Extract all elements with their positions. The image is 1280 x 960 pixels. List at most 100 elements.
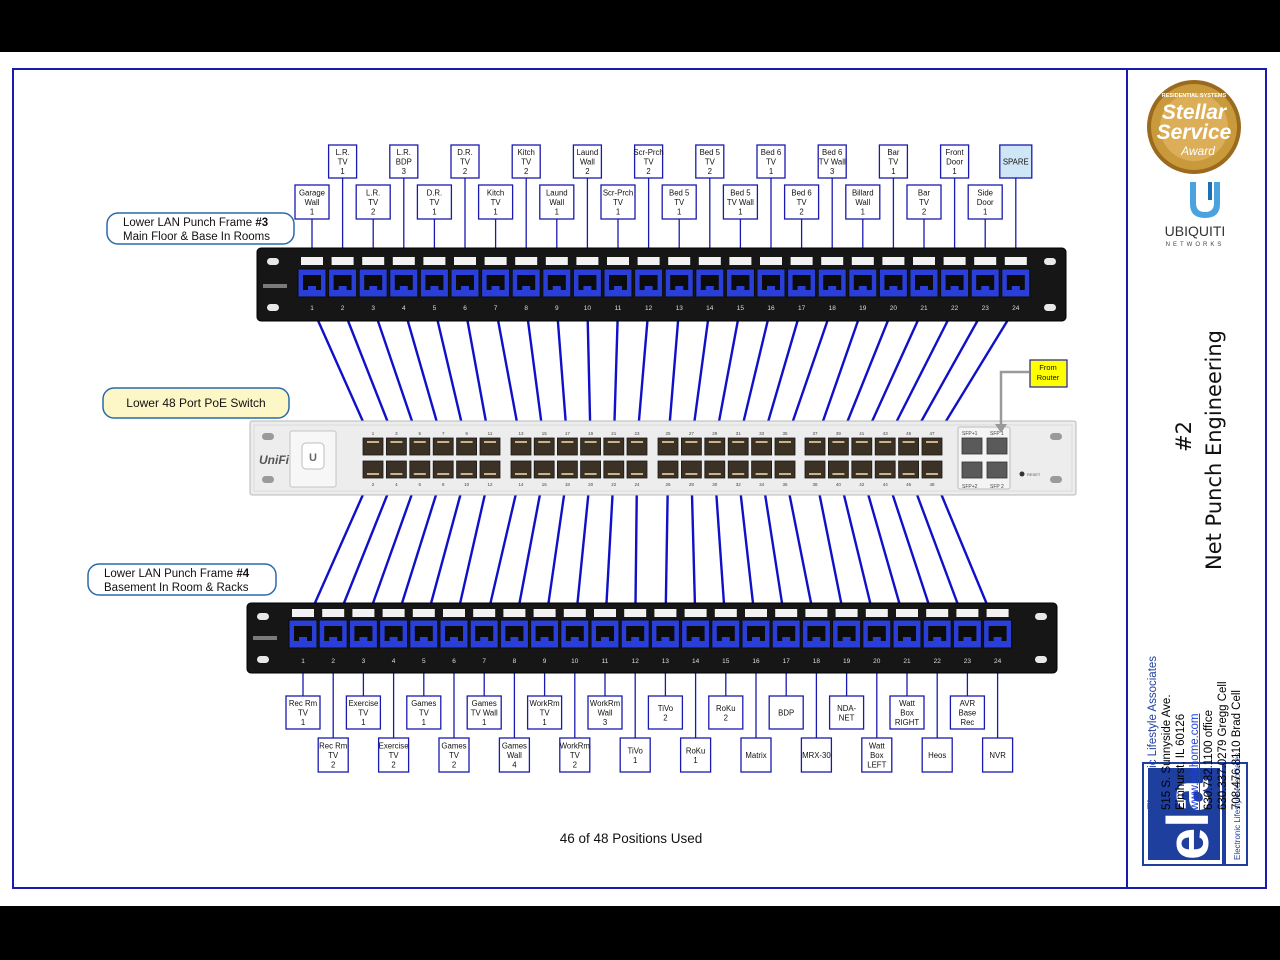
frame4-label-strip xyxy=(956,609,979,617)
frame4-jack-clip xyxy=(450,637,458,641)
switch-port-number-top: 11 xyxy=(488,431,493,436)
frame3-port-number: 19 xyxy=(859,305,867,312)
frame4-port-label-line: NVR xyxy=(989,751,1006,760)
switch-port-led-bottom xyxy=(926,473,938,475)
frame3-port-label-line: Scr-Prch xyxy=(633,148,663,157)
frame3-mount-hole-3 xyxy=(1044,258,1056,265)
switch-port-number-top: 17 xyxy=(565,431,571,436)
frame3-port-label-line: TV xyxy=(705,158,716,167)
frame3-number: #3 xyxy=(255,217,268,229)
frame3-jack-clip xyxy=(1011,286,1020,290)
frame4-label-strip xyxy=(443,609,465,617)
switch-port-layer: 1234567891011121314151617181920212223242… xyxy=(362,431,943,487)
frame4-jack-opening xyxy=(414,626,433,641)
frame4-port-label-line: TV xyxy=(389,751,400,760)
frame3-jack-clip xyxy=(828,286,837,290)
frame3-jack-opening xyxy=(853,275,872,290)
frame3-jack-clip xyxy=(705,286,714,290)
switch-port-number-bottom: 14 xyxy=(518,482,524,487)
switch-port-number-bottom: 24 xyxy=(634,482,640,487)
frame4-jack-opening xyxy=(898,626,916,641)
reset-button xyxy=(1019,471,1025,477)
frame4-port-label-line: WorkRm xyxy=(530,699,560,708)
switch-port-bottom xyxy=(626,460,648,479)
frame3-jack-opening xyxy=(609,275,627,290)
switch-port-led-top xyxy=(561,441,574,443)
switch-port-bottom xyxy=(603,460,625,479)
frame3-subtitle: Main Floor & Base In Rooms xyxy=(123,231,270,243)
switch-port-bottom xyxy=(657,460,679,479)
frame3-port-label-line: 1 xyxy=(493,208,497,217)
frame4-label-strip xyxy=(986,609,1009,617)
switch-port-number-top: 5 xyxy=(419,431,422,436)
frame4-port-number: 2 xyxy=(331,658,335,665)
frame4-label-strip xyxy=(896,609,918,617)
frame4-label-strip xyxy=(322,609,345,617)
switch-port-number-top: 1 xyxy=(372,431,375,436)
switch-port-led-bottom xyxy=(515,473,527,475)
switch-port-led-top xyxy=(484,441,496,443)
frame3-port-label-line: Laund xyxy=(546,189,568,198)
frame3-jack-opening xyxy=(364,275,383,290)
frame4-port-label-line: 1 xyxy=(301,718,305,727)
reset-label: RESET xyxy=(1027,472,1041,477)
frame4-jack-opening xyxy=(445,626,463,641)
frame3-jack-clip xyxy=(950,286,959,290)
ubiquiti-name: UBIQUITI xyxy=(1165,223,1226,239)
frame3-jack-clip xyxy=(491,286,500,290)
switch-port-led-top xyxy=(631,441,643,443)
switch-port-led-top xyxy=(460,441,473,443)
frame3-port-number: 2 xyxy=(341,305,345,312)
switch-port-bottom xyxy=(898,460,919,479)
frame4-jack-frame xyxy=(983,619,1013,649)
frame4-jack-frame xyxy=(741,619,771,649)
switch-port-led-bottom xyxy=(755,473,768,475)
frame3-port-label-line: TV Wall xyxy=(727,198,754,207)
frame4-port-label: MRX-30 xyxy=(800,737,833,773)
frame4-label-strip xyxy=(412,609,435,617)
frame3-port-label-line: Wall xyxy=(855,198,870,207)
frame3-label-strip xyxy=(974,257,997,265)
frame4-port-label-line: Rec Rm xyxy=(289,699,317,708)
frame4-jack-clip xyxy=(601,637,609,641)
frame4-jack-clip xyxy=(752,637,760,641)
switch-port-top xyxy=(533,437,555,456)
switch-port-led-top xyxy=(437,441,450,443)
company-phone-office: 630.782.1100 office xyxy=(1203,710,1215,810)
switch-port-number-bottom: 34 xyxy=(759,482,765,487)
frame3-port-number: 15 xyxy=(737,305,745,312)
frame3-jack-clip xyxy=(767,286,775,290)
frame3-port-label-line: D.R. xyxy=(457,148,473,157)
frame4-port-label-line: MRX-30 xyxy=(802,751,831,760)
switch-port-number-top: 15 xyxy=(542,431,548,436)
frame3-port-label-line: 1 xyxy=(340,167,344,176)
frame4-port-label-line: Games xyxy=(472,699,497,708)
sfp-port-2 xyxy=(961,461,983,479)
company-url[interactable]: www.elahome.com xyxy=(1189,713,1201,810)
frame3-port-label-line: 3 xyxy=(830,167,834,176)
frame3-jack-clip xyxy=(920,286,928,290)
frame3-port-label-line: 1 xyxy=(677,208,681,217)
frame4-jack-clip xyxy=(510,637,519,641)
frame4-label-strip xyxy=(835,609,858,617)
frame3-port-number: 13 xyxy=(676,305,684,312)
frame3-port-label-line: Bed 5 xyxy=(730,189,751,198)
frame3-label-strip xyxy=(729,257,752,265)
frame4-port-label: BDP xyxy=(768,695,804,730)
company-info: Electronic Lifestyle Associates 515 S. S… xyxy=(1146,656,1244,810)
frame3-jack-opening xyxy=(425,275,444,290)
frame4-port-number: 15 xyxy=(722,658,730,665)
frame4-jack-frame xyxy=(650,619,680,649)
switch-port-top xyxy=(704,437,726,456)
switch-port-number-bottom: 38 xyxy=(812,482,818,487)
